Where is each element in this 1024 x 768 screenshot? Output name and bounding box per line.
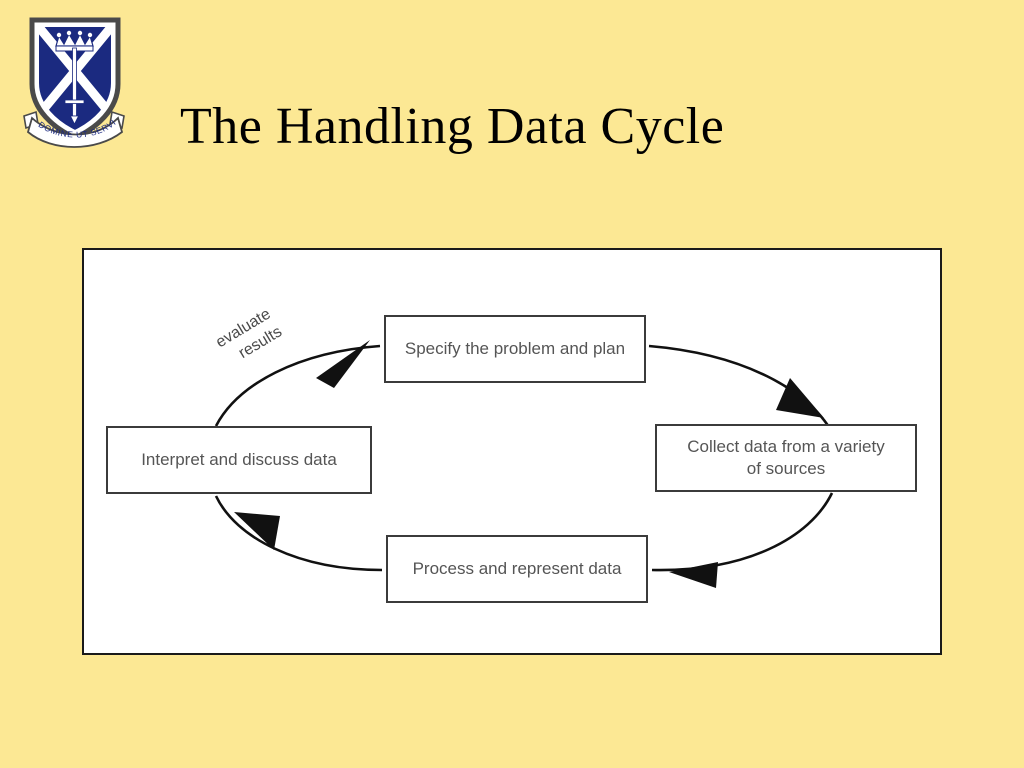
node-process-and-represent-data[interactable]: Process and represent data [386, 535, 648, 603]
page-title: The Handling Data Cycle [180, 98, 725, 155]
node-specify-the-problem-and-plan[interactable]: Specify the problem and plan [384, 315, 646, 383]
sword-icon [64, 47, 85, 125]
edge-process-to-interpret [214, 495, 383, 572]
node-collect-label-line2: of sources [746, 459, 826, 478]
edge-interpret-to-specify [214, 344, 381, 427]
school-crest: DOMINE UT SERVIAM [14, 4, 142, 152]
arrowhead-process-to-interpret [234, 512, 280, 550]
node-interpret-and-discuss-data[interactable]: Interpret and discuss data [106, 426, 372, 494]
node-interpret-label: Interpret and discuss data [141, 450, 337, 469]
edge-specify-to-collect [648, 344, 834, 433]
diagram-panel: evaluate results Specify the problem and… [82, 248, 942, 655]
node-collect-label-line1: Collect data from a variety [687, 437, 885, 456]
node-collect-data-from-a-variety-of-sources[interactable]: Collect data from a variety of sources [655, 424, 917, 492]
arrowhead-interpret-to-specify [316, 340, 370, 388]
node-process-label: Process and represent data [412, 559, 622, 578]
edge-collect-to-process [651, 492, 834, 572]
cycle-arrows [214, 340, 834, 588]
node-collect-label: Collect data from a variety of sources [687, 436, 884, 480]
crest-graphic: DOMINE UT SERVIAM [14, 4, 125, 148]
arrowhead-collect-to-process [669, 562, 718, 588]
node-specify-label: Specify the problem and plan [404, 339, 626, 358]
arrowhead-specify-to-collect [776, 378, 824, 418]
